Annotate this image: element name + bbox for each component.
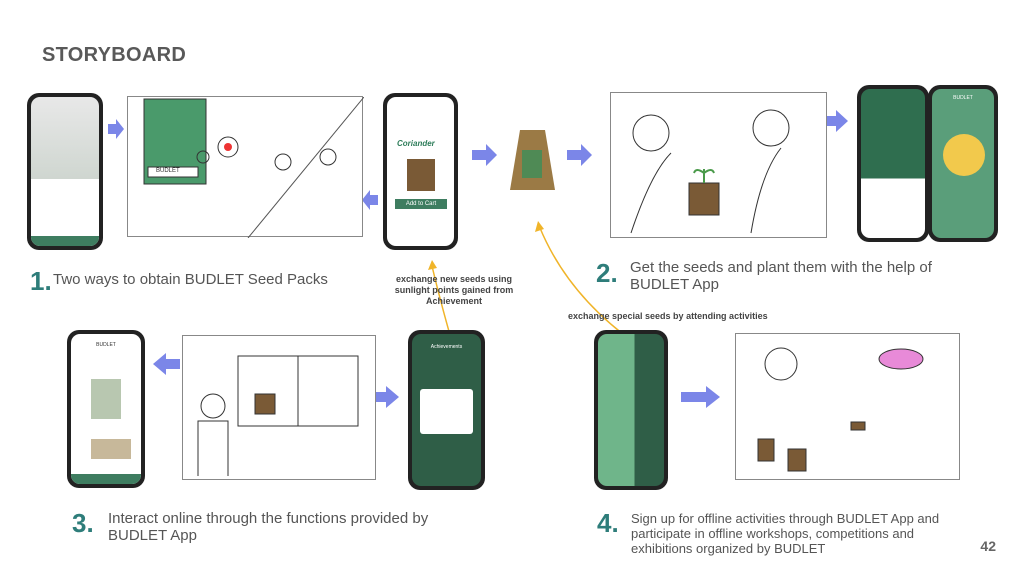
sketch-offline-activities	[735, 333, 960, 480]
phone-garden-screen	[857, 85, 929, 242]
arrow-right-icon	[681, 386, 720, 408]
phone-map-screen	[27, 93, 103, 250]
step-4-text: Sign up for offline activities through B…	[631, 511, 940, 556]
phone-shop-screen: Coriander Add to Cart	[383, 93, 458, 250]
arrow-right-icon	[108, 119, 124, 139]
sketch-interact-online	[182, 335, 376, 480]
phone-plant-screen: BUDLET	[928, 85, 998, 242]
step-3-number: 3.	[72, 508, 94, 538]
step-1-number: 1.	[30, 266, 52, 296]
arrow-left-icon	[362, 190, 378, 210]
arrow-right-icon	[567, 144, 592, 166]
step-3-text: Interact online through the functions pr…	[108, 510, 429, 544]
step-1-text: Two ways to obtain BUDLET Seed Packs	[53, 271, 328, 288]
phone-menu-screen	[594, 330, 668, 490]
seed-pack-image	[510, 125, 555, 195]
app-title: BUDLET	[953, 95, 973, 101]
arrow-right-icon	[823, 110, 848, 132]
step-2-number: 2.	[596, 258, 618, 288]
arrow-left-icon	[153, 353, 180, 375]
sketch-planting	[610, 92, 827, 238]
app-title: BUDLET	[96, 342, 116, 348]
phone-social-screen: BUDLET	[67, 330, 145, 488]
step-4-number: 4.	[597, 508, 619, 538]
achievements-title: Achievements	[430, 344, 463, 350]
note-achievement: exchange new seeds using sunlight points…	[394, 274, 514, 306]
add-to-cart-button[interactable]: Add to Cart	[395, 199, 447, 209]
vending-label: BUDLET	[156, 168, 180, 174]
sketch-obtain-seeds: BUDLET	[127, 96, 364, 238]
note-activities: exchange special seeds by attending acti…	[568, 311, 768, 321]
blue-arrows	[108, 110, 848, 408]
arrow-right-icon	[472, 144, 497, 166]
arrow-right-icon	[372, 386, 399, 408]
phone-achievements-screen: Achievements	[408, 330, 485, 490]
step-2-text: Get the seeds and plant them with the he…	[630, 259, 932, 293]
page-number: 42	[980, 538, 996, 554]
slide-title: STORYBOARD	[42, 44, 187, 66]
product-name: Coriander	[397, 139, 435, 148]
